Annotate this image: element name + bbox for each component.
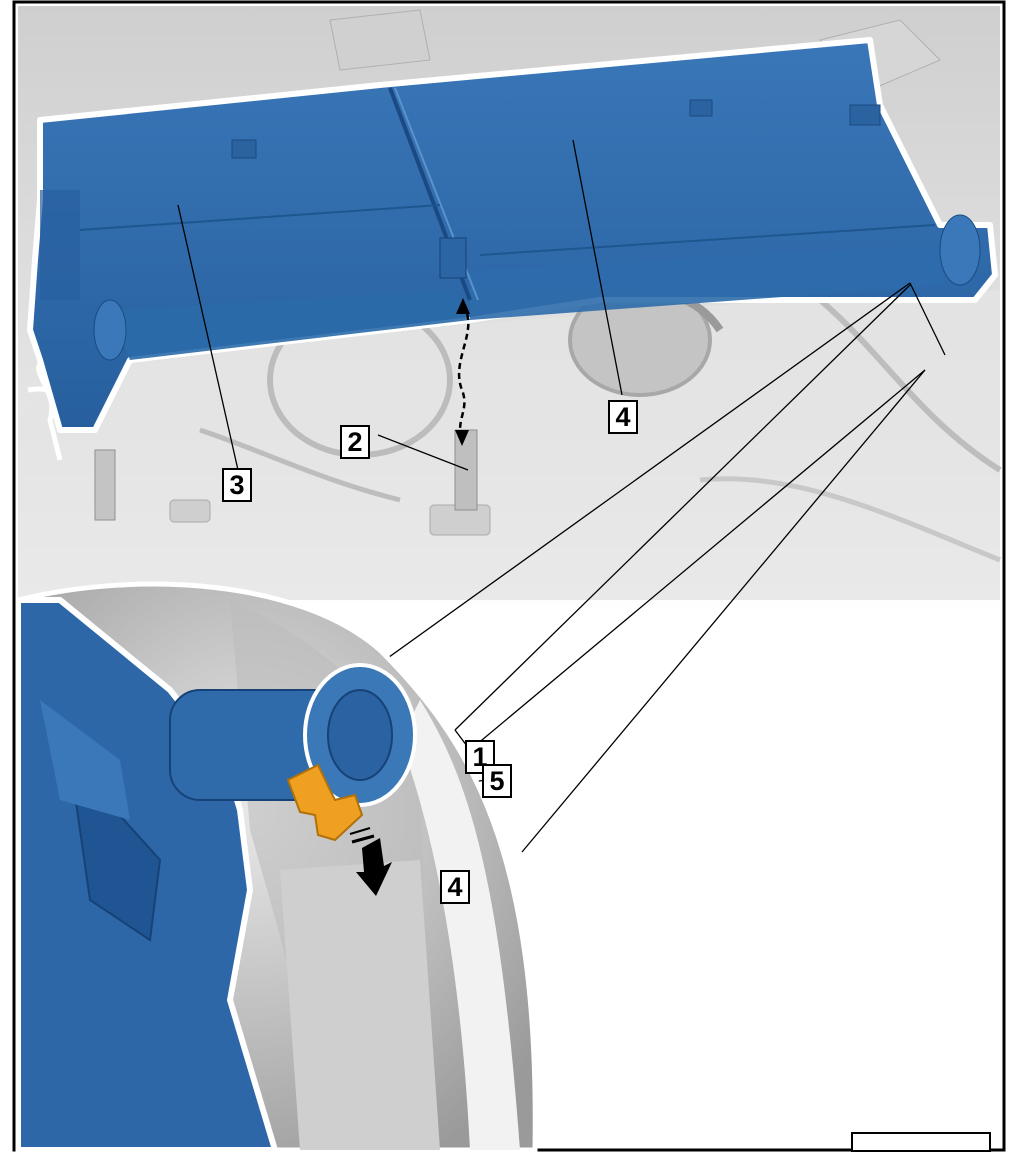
callout-4-top: 4	[608, 400, 638, 434]
seat-backrest	[27, 37, 998, 433]
movement-arrow	[455, 298, 470, 446]
callout-5: 5	[482, 764, 512, 798]
callout-3: 3	[222, 468, 252, 502]
callout-2: 2	[340, 425, 370, 459]
callout-4-detail: 4	[440, 870, 470, 904]
corner-box	[851, 1132, 991, 1152]
leader-lines	[177, 139, 946, 881]
release-latch	[286, 763, 364, 842]
zoom-detail	[15, 581, 538, 1153]
callout-1: 1	[465, 740, 495, 774]
release-arrow	[349, 827, 392, 896]
